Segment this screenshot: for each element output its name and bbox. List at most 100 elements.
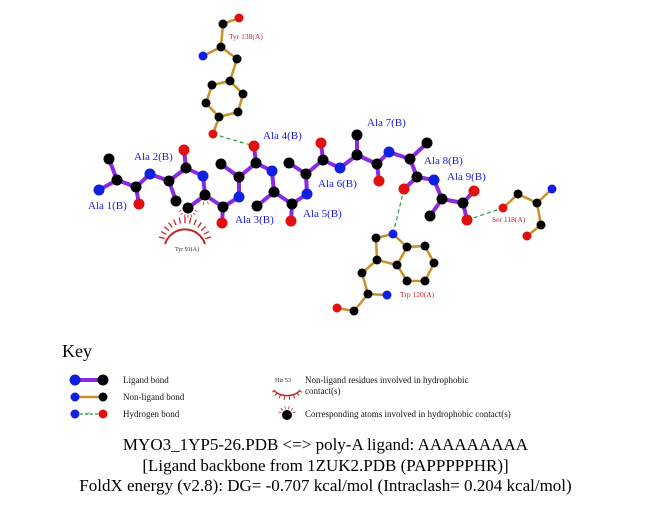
nitrogen-atom xyxy=(233,191,245,203)
caption-line-2: [Ligand backbone from 1ZUK2.PDB (PAPPPPP… xyxy=(142,456,509,475)
key-example-residue: His 53 xyxy=(275,378,291,384)
nitrogen-atom xyxy=(197,170,209,182)
key-hydrophobic-spike xyxy=(274,392,278,397)
nitrogen-atom xyxy=(383,146,395,158)
hydrophobic-spike xyxy=(158,236,165,240)
nitrogen-atom xyxy=(301,188,313,200)
key-oxygen-atom xyxy=(98,409,108,419)
oxygen-atom xyxy=(398,183,410,195)
hydrophobic-atom-spike xyxy=(202,201,205,205)
carbon-atom xyxy=(216,42,226,52)
oxygen-atom xyxy=(498,203,508,213)
hydrophobic-atom-spike xyxy=(194,210,198,212)
nitrogen-atom xyxy=(388,229,398,239)
residue-label-ala2: Ala 2(B) xyxy=(134,151,173,163)
carbon-atom xyxy=(217,201,229,213)
key-hydrophobic-atom-spike xyxy=(288,406,290,410)
carbon-atom xyxy=(429,258,439,268)
key-hydrophobic-atom xyxy=(282,410,292,420)
carbon-atom xyxy=(363,289,373,299)
residue-label-ala1: Ala 1(B) xyxy=(88,200,127,212)
hydrophobic-spike xyxy=(205,236,212,240)
hydrophobic-spike xyxy=(197,222,202,228)
carbon-atom xyxy=(351,149,363,161)
hydrophobic-atom-spike xyxy=(190,214,193,218)
key-hydrogen-bond-label: Hydrogen bond xyxy=(123,409,180,419)
carbon-atom xyxy=(532,198,542,208)
carbon-atom xyxy=(180,162,192,174)
carbon-atom xyxy=(215,158,227,170)
carbon-atom xyxy=(300,168,312,180)
carbon-atom xyxy=(420,276,430,286)
key-carbon-atom xyxy=(98,392,108,402)
carbon-atom xyxy=(371,233,381,243)
carbon-atom xyxy=(207,80,217,90)
carbon-atom xyxy=(214,112,224,122)
hydrophobic-atom-spike xyxy=(198,200,201,203)
residue-label-ala5: Ala 5(B) xyxy=(303,208,342,220)
carbon-atom xyxy=(170,195,182,207)
hydrophobic-atom-spike xyxy=(183,214,186,218)
carbon-atom xyxy=(349,306,359,316)
hydrophobic-spike xyxy=(200,226,207,231)
oxygen-atom xyxy=(133,198,145,210)
key-hydrophobic-atoms-label: Corresponding atoms involved in hydropho… xyxy=(305,409,511,419)
key-hydrophobic-spike xyxy=(271,390,276,393)
residue-label-ala7: Ala 7(B) xyxy=(367,117,406,129)
key-hydrophobic-atom-spike xyxy=(278,411,282,414)
carbon-atom xyxy=(372,255,382,265)
key-hydrophobic-atom-spike xyxy=(290,408,294,411)
key-hydrophobic-residues-line1: Non-ligand residues involved in hydropho… xyxy=(305,375,469,385)
key-hydrophobic-spike xyxy=(293,394,296,399)
carbon-atom xyxy=(182,202,194,214)
carbon-atom xyxy=(420,241,430,251)
carbon-atom xyxy=(111,174,123,186)
nitrogen-atom xyxy=(547,184,557,194)
key-hydrophobic-spike xyxy=(283,395,286,400)
key-carbon-atom xyxy=(97,374,109,386)
carbon-atom xyxy=(351,129,363,141)
oxygen-atom xyxy=(461,214,473,226)
hydrophobic-spike xyxy=(203,230,210,235)
key-nitrogen-atom xyxy=(70,409,80,419)
nitrogen-atom xyxy=(428,174,440,186)
residue-label-tyr91: Tyr 91(A) xyxy=(175,247,200,253)
key-hydrophobic-spike xyxy=(298,390,303,393)
carbon-atom xyxy=(130,181,142,193)
residue-label-ala6: Ala 6(B) xyxy=(318,178,357,190)
key-nitrogen-atom xyxy=(70,392,80,402)
carbon-atom xyxy=(402,276,412,286)
nitrogen-atom xyxy=(144,168,156,180)
carbon-atom xyxy=(201,98,211,108)
key-title: Key xyxy=(62,341,92,361)
hydrophobic-spike xyxy=(160,230,167,235)
carbon-atom xyxy=(283,157,295,169)
nitrogen-atom xyxy=(93,184,105,196)
hydrophobic-atom-spike xyxy=(192,212,196,216)
hydrophobic-spike xyxy=(168,222,173,228)
carbon-atom xyxy=(436,193,448,205)
carbon-atom xyxy=(233,107,243,117)
oxygen-atom xyxy=(522,231,532,241)
carbon-atom xyxy=(411,171,423,183)
residue-label-trp120: Trp 120(A) xyxy=(400,290,435,299)
hydrophobic-atom-spike xyxy=(207,201,209,205)
key-hydrophobic-atom-spike xyxy=(292,411,296,414)
carbon-atom xyxy=(392,260,402,270)
carbon-atom xyxy=(536,220,546,230)
carbon-atom xyxy=(421,137,433,149)
carbon-atom xyxy=(317,154,329,166)
hydrophobic-spike xyxy=(178,217,182,224)
hydrophobic-spike xyxy=(173,219,177,226)
key-hydrophobic-spike xyxy=(288,395,291,400)
carbon-atom xyxy=(251,200,263,212)
oxygen-atom xyxy=(373,175,385,187)
carbon-atom xyxy=(103,153,115,165)
carbon-atom xyxy=(424,210,436,222)
carbon-atom xyxy=(232,54,242,64)
nitrogen-atom xyxy=(382,290,392,300)
hydrophobic-atom-spike xyxy=(210,199,213,202)
carbon-atom xyxy=(268,186,280,198)
hydrophobic-arc-tyr91 xyxy=(164,228,206,245)
hydrophobic-spike xyxy=(188,217,192,224)
